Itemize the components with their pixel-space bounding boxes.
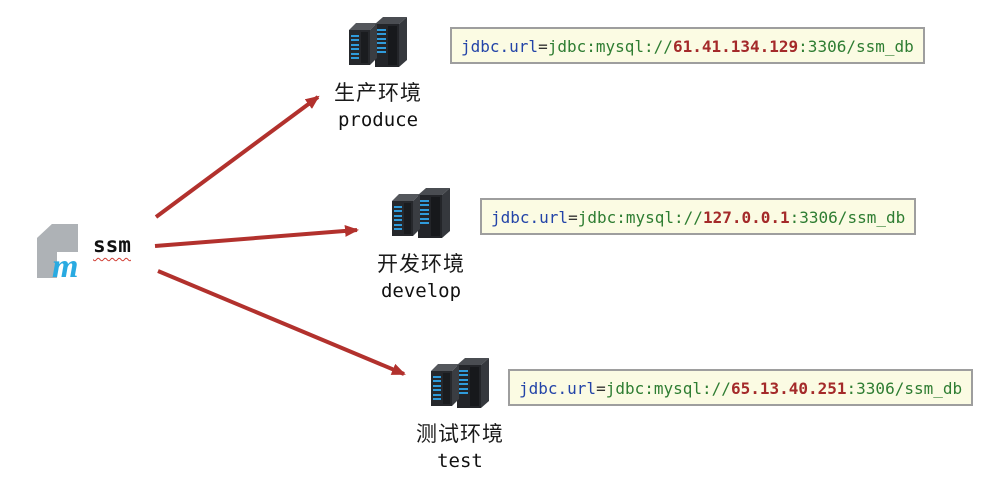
server-icon	[391, 187, 451, 239]
env-name-en: produce	[337, 109, 419, 131]
project-name-label: ssm	[93, 233, 131, 257]
server-icon	[430, 357, 490, 409]
jdbc-suffix: :3306/ssm_db	[798, 36, 914, 56]
jdbc-url-box-produce: jdbc.url=jdbc:mysql://61.41.134.129:3306…	[450, 27, 925, 64]
jdbc-host: 65.13.40.251	[730, 378, 847, 398]
env-name-zh: 测试环境	[416, 423, 504, 446]
jdbc-equals: =	[596, 378, 606, 398]
server-icon	[348, 16, 408, 68]
env-name-en: test	[437, 450, 483, 472]
env-develop: 开发环境 develop	[351, 181, 491, 302]
jdbc-suffix: :3306/ssm_db	[789, 207, 906, 227]
env-produce: 生产环境 produce	[308, 10, 448, 131]
jdbc-url-box-develop: jdbc.url=jdbc:mysql://127.0.0.1:3306/ssm…	[480, 198, 917, 235]
arrow-to-produce	[154, 95, 320, 219]
arrow-to-develop	[154, 224, 359, 248]
jdbc-host: 61.41.134.129	[672, 36, 799, 56]
jdbc-protocol: jdbc:mysql://	[605, 378, 731, 398]
env-name-en: develop	[380, 280, 462, 302]
jdbc-key: jdbc.url	[519, 378, 597, 398]
jdbc-equals: =	[568, 207, 578, 227]
jdbc-suffix: :3306/ssm_db	[846, 378, 963, 398]
jdbc-key: jdbc.url	[491, 207, 569, 227]
arrow-to-test	[157, 269, 406, 376]
jdbc-protocol: jdbc:mysql://	[577, 207, 703, 227]
jdbc-equals: =	[538, 36, 548, 56]
jdbc-url-box-test: jdbc.url=jdbc:mysql://65.13.40.251:3306/…	[508, 369, 974, 406]
jdbc-host: 127.0.0.1	[702, 207, 790, 227]
maven-icon: m	[37, 224, 78, 283]
jdbc-key: jdbc.url	[461, 36, 539, 56]
svg-text:m: m	[52, 248, 78, 283]
jdbc-protocol: jdbc:mysql://	[547, 36, 673, 56]
env-name-zh: 开发环境	[377, 253, 465, 276]
env-name-zh: 生产环境	[334, 82, 422, 105]
env-test: 测试环境 test	[390, 351, 530, 472]
